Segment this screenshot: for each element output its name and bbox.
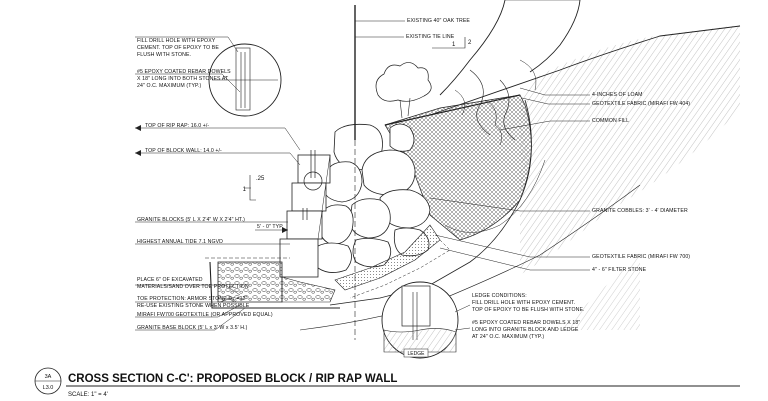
slope-ratio-label: 2 — [468, 40, 472, 46]
label-loam: 4-INCHES OF LOAM — [592, 92, 643, 98]
shrub — [375, 62, 432, 119]
label-cobbles: GRANITE COBBLES: 3' - 4' DIAMETER — [592, 208, 688, 214]
existing-ground — [299, 25, 741, 331]
label-common-fill: COMMON FILL — [592, 118, 629, 124]
label-base-block: GRANITE BASE BLOCK (5' L x 3' W x 3.5' H… — [137, 325, 248, 331]
batter-run-label: .25 — [256, 176, 265, 182]
label-top-block: TOP OF BLOCK WALL: 14.0 +/- — [145, 148, 222, 154]
slope-one-label: 1 — [452, 42, 456, 48]
label-toe-3: RE-USE EXISTING STONE WHEN POSSIBLE — [137, 303, 250, 309]
label-geo-404: GEOTEXTILE FABRIC (MIRAFI FW 404) — [592, 101, 690, 107]
label-dowels-1: #5 EPOXY COATED REBAR DOWELS — [137, 69, 231, 75]
granite-block — [291, 182, 327, 212]
toe-text-2: =12" — [236, 296, 247, 302]
toe-text-1: TOE PROTECTION: ARMOR STONE D — [137, 296, 232, 302]
label-geo-700: GEOTEXTILE FABRIC (MIRAFI FW 700) — [592, 254, 690, 260]
label-drill-hole-1: FILL DRILL HOLE WITH EPOXY — [137, 38, 216, 44]
dowel-markers — [302, 150, 323, 220]
label-excavated-2: MATERIALS/SAND OVER TOE PROTECTION — [137, 284, 249, 290]
sheet-id: L3.0 — [43, 385, 54, 391]
label-tie-line: EXISTING TIE LINE — [406, 34, 455, 40]
label-annual-tide: HIGHEST ANNUAL TIDE 7.1 NGVD — [137, 239, 223, 245]
leader-lines — [135, 20, 590, 331]
granite-block-wall — [279, 154, 331, 278]
label-ledge-5: LONG INTO GRANITE BLOCK AND LEDGE — [472, 327, 579, 333]
label-filter-stone: 4" - 6" FILTER STONE — [592, 267, 647, 273]
label-ledge-4: #5 EPOXY COATED REBAR DOWELS X 18" — [472, 320, 580, 326]
granite-block — [297, 154, 331, 184]
batter-indicator — [244, 175, 256, 201]
label-excavated-1: PLACE 6" OF EXCAVATED — [137, 277, 203, 283]
label-dowels-2: X 18" LONG INTO BOTH STONES AT — [137, 76, 229, 82]
label-ledge-1: LEDGE CONDITIONS: — [472, 293, 527, 299]
label-granite-blocks: GRANITE BLOCKS (5' L X 2'4" W X 2'4" HT.… — [137, 217, 245, 223]
toe-protection — [205, 257, 340, 309]
label-oak-tree: EXISTING 40" OAK TREE — [407, 18, 470, 24]
drawing-title: CROSS SECTION C-C': PROPOSED BLOCK / RIP… — [68, 373, 397, 385]
label-drill-hole-3: FLUSH WITH STONE. — [137, 52, 191, 58]
granite-block — [286, 210, 323, 240]
label-ledge-3: TOP OF EPOXY TO BE FLUSH WITH STONE. — [472, 307, 585, 313]
common-fill-zone — [384, 94, 532, 241]
detail-id: 3A — [45, 374, 52, 380]
label-ledge-6: AT 24" O.C. MAXIMUM (TYP.) — [472, 334, 544, 340]
drawing-scale: SCALE: 1" = 4' — [68, 392, 108, 398]
label-ledge-2: FILL DRILL HOLE WITH EPOXY CEMENT. — [472, 300, 575, 306]
upper-detail-circle — [208, 43, 282, 117]
label-top-riprap: TOP OF RIP RAP: 16.0 +/- — [145, 123, 209, 129]
label-mirafi-700: MIRAFI FW700 GEOTEXTILE (OR APPROVED EQU… — [137, 312, 273, 318]
ledge-tag: LEDGE — [408, 351, 426, 357]
rip-rap-stones — [314, 123, 431, 273]
oak-tree — [439, 0, 581, 146]
slope-ratio — [432, 37, 466, 49]
label-toe-protection: TOE PROTECTION: ARMOR STONE D50=12" — [137, 296, 248, 303]
label-offset-dim: 5' - 0" TYP. — [257, 224, 284, 230]
label-drill-hole-2: CEMENT. TOP OF EPOXY TO BE — [137, 45, 219, 51]
batter-rise-label: 1 — [243, 187, 247, 193]
ledge-detail-circle — [381, 281, 459, 359]
toe-subscript: 50 — [232, 299, 236, 303]
label-dowels-3: 24" O.C. MAXIMUM (TYP.) — [137, 83, 201, 89]
filter-stone-layer — [334, 224, 451, 299]
title-block — [34, 367, 740, 395]
